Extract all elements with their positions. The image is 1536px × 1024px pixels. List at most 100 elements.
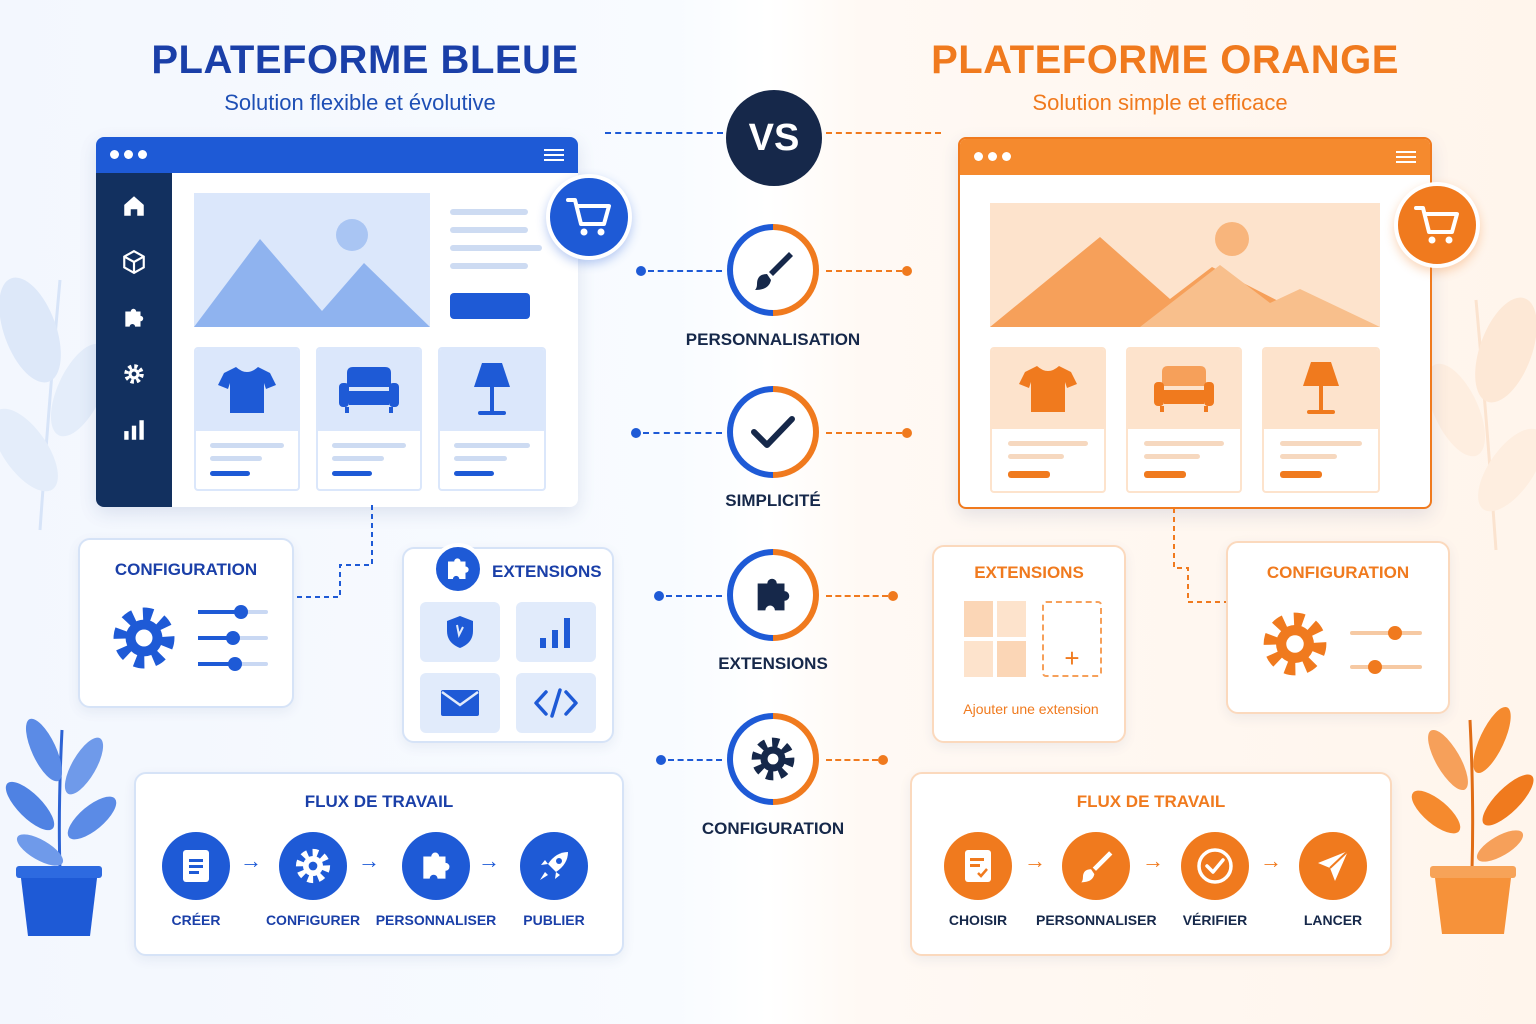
window-dots-icon — [974, 148, 1016, 166]
workflow-step-launch[interactable]: LANCER — [1273, 832, 1393, 928]
cart-icon[interactable] — [546, 174, 632, 260]
sliders-icon[interactable] — [198, 605, 268, 671]
product-card[interactable] — [1262, 347, 1380, 493]
puzzle-icon — [423, 852, 450, 879]
add-extension-slot[interactable]: + — [1042, 601, 1102, 677]
product-card[interactable] — [194, 347, 300, 491]
orange-configuration-card: CONFIGURATION — [1226, 541, 1450, 714]
cta-button[interactable] — [450, 293, 530, 319]
product-card[interactable] — [1126, 347, 1242, 493]
blue-workflow-card: FLUX DE TRAVAIL CRÉER → CONFIGURER → PER… — [134, 772, 624, 956]
connector-line — [668, 759, 722, 761]
orange-store-mockup — [958, 137, 1432, 509]
lamp-icon — [474, 363, 510, 415]
step-label: PUBLIER — [523, 912, 585, 928]
simplicity-check-icon — [727, 386, 819, 478]
check-circle-icon — [1197, 848, 1233, 884]
connector-line — [826, 759, 878, 761]
extension-tile-security[interactable] — [420, 602, 500, 662]
gear-icon[interactable] — [121, 361, 147, 387]
extensions-title: EXTENSIONS — [492, 562, 602, 581]
workflow-title: FLUX DE TRAVAIL — [1076, 792, 1226, 811]
lamp-icon — [1303, 362, 1339, 414]
workflow-step-verify[interactable]: VÉRIFIER — [1155, 832, 1275, 928]
workflow-step-create[interactable]: CRÉER — [136, 832, 256, 928]
step-label: VÉRIFIER — [1182, 912, 1248, 928]
step-label: CRÉER — [171, 912, 221, 928]
connector-dot — [902, 266, 912, 276]
connector-dot — [631, 428, 641, 438]
box-icon[interactable] — [121, 249, 147, 275]
connector-line — [826, 270, 902, 272]
arrow-right-icon: → — [1024, 848, 1046, 873]
product-card[interactable] — [990, 347, 1106, 493]
configuration-title: CONFIGURATION — [1266, 563, 1410, 582]
leaf-decoration-right — [1426, 297, 1536, 551]
connector-line — [826, 595, 888, 597]
connector-line — [826, 132, 941, 134]
blue-extensions-card: EXTENSIONS — [402, 543, 614, 743]
armchair-icon — [339, 367, 399, 413]
extension-tile-code[interactable] — [516, 673, 596, 733]
tshirt-icon — [218, 367, 276, 413]
right-title: PLATEFORME ORANGE — [931, 38, 1399, 82]
arrow-right-icon: → — [478, 848, 500, 873]
workflow-step-configure[interactable]: CONFIGURER — [253, 832, 373, 928]
puzzle-icon[interactable] — [121, 305, 147, 331]
orange-workflow-card: FLUX DE TRAVAIL CHOISIR → PERSONNALISER … — [910, 772, 1392, 956]
personalisation-icon — [727, 224, 819, 316]
connector-dot — [636, 266, 646, 276]
armchair-icon — [1154, 366, 1214, 412]
criteria-label-extensions: EXTENSIONS — [718, 654, 828, 673]
orange-extensions-card: EXTENSIONS + Ajouter une extension — [932, 545, 1126, 743]
add-extension-label[interactable]: Ajouter une extension — [963, 701, 1099, 717]
arrow-right-icon: → — [1260, 848, 1282, 873]
plant-pot-right — [1411, 706, 1534, 934]
document-icon — [183, 850, 209, 882]
workflow-title: FLUX DE TRAVAIL — [304, 792, 454, 811]
left-title: PLATEFORME BLEUE — [151, 38, 579, 82]
hero-image-placeholder — [194, 193, 430, 327]
sidebar — [96, 173, 172, 507]
menu-icon[interactable] — [544, 146, 564, 164]
sliders-icon[interactable] — [1350, 626, 1422, 674]
configuration-gear-icon — [727, 713, 819, 805]
chart-icon[interactable] — [121, 417, 147, 443]
code-icon — [534, 688, 578, 718]
workflow-step-personalize[interactable]: PERSONNALISER — [1036, 832, 1157, 928]
bar-chart-icon — [540, 618, 570, 648]
connector-dot — [656, 755, 666, 765]
puzzle-icon — [432, 543, 484, 595]
image-icon — [194, 219, 430, 327]
connector-line — [1173, 508, 1226, 603]
menu-icon[interactable] — [1396, 148, 1416, 166]
extension-tile-email[interactable] — [420, 673, 500, 733]
connector-dot — [888, 591, 898, 601]
criteria-label-configuration: CONFIGURATION — [701, 819, 845, 838]
connector-line — [605, 132, 723, 134]
arrow-right-icon: → — [358, 848, 380, 873]
connector-dot — [654, 591, 664, 601]
product-card[interactable] — [316, 347, 422, 491]
workflow-step-publish[interactable]: PUBLIER — [494, 832, 614, 928]
send-icon — [1318, 850, 1349, 881]
home-icon[interactable] — [121, 193, 147, 219]
gear-icon — [1263, 612, 1327, 676]
hero-image-placeholder — [990, 203, 1380, 327]
blue-configuration-card: CONFIGURATION — [78, 538, 294, 708]
leaf-decoration-left — [0, 277, 110, 531]
gear-icon — [113, 607, 175, 669]
workflow-step-personalize[interactable]: PERSONNALISER — [374, 832, 498, 928]
image-icon — [990, 222, 1380, 327]
cart-icon[interactable] — [1394, 182, 1480, 268]
plus-icon: + — [1064, 643, 1080, 673]
workflow-step-choose[interactable]: CHOISIR — [918, 832, 1038, 928]
connector-line — [826, 432, 902, 434]
extension-tile-analytics[interactable] — [516, 602, 596, 662]
criteria-label-personalisation: PERSONNALISATION — [685, 330, 861, 349]
rocket-icon — [540, 852, 568, 880]
configuration-title: CONFIGURATION — [114, 560, 258, 579]
tshirt-icon — [1019, 366, 1077, 412]
product-card[interactable] — [438, 347, 546, 491]
connector-dot — [902, 428, 912, 438]
